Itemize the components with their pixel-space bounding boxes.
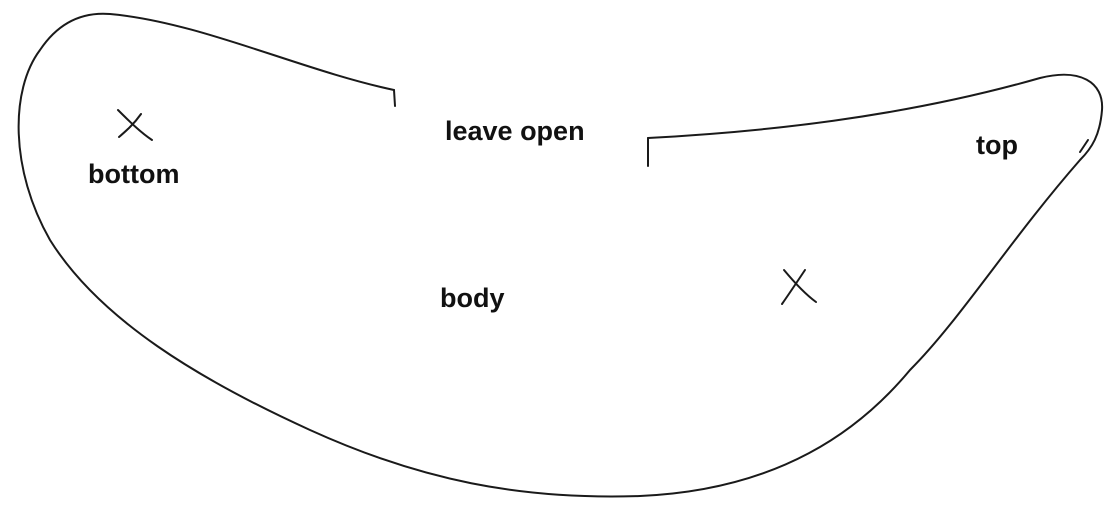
label-bottom: bottom [88, 159, 179, 189]
label-leave-open: leave open [445, 116, 585, 146]
label-top: top [976, 130, 1018, 160]
open-edge-left-tick [394, 90, 395, 106]
label-body: body [440, 283, 505, 313]
outline-tip-bump [1080, 140, 1088, 152]
pattern-outline [19, 14, 1103, 497]
body-x-mark [782, 270, 816, 304]
bottom-x-mark [118, 110, 152, 140]
